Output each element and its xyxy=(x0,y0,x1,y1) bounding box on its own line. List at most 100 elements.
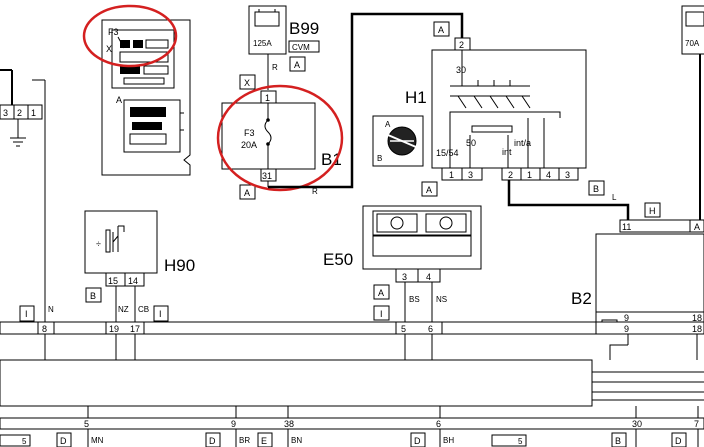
conn-pin-6: 6 xyxy=(428,324,433,334)
conn-pin-19: 19 xyxy=(109,324,119,334)
fusebox-inset: F3 X A xyxy=(82,4,191,176)
h1-pin-3a: 3 xyxy=(468,170,473,180)
e50-pin-3: 3 xyxy=(402,272,407,282)
b99-fuse-rating: 125A xyxy=(253,39,272,48)
h1-pin-1a: 1 xyxy=(449,170,454,180)
h1-conn-bottom: A xyxy=(426,185,432,195)
h1-conn-top: A xyxy=(438,25,444,35)
left-term-1: 1 xyxy=(31,108,36,118)
fuse-70a: 70A xyxy=(681,5,704,220)
main-connector-strip: I I 8 19 17 5 6 9 18 xyxy=(0,305,704,335)
vehicle-symbol-icon xyxy=(0,434,31,447)
h1-pin-1b: 1 xyxy=(527,170,532,180)
b2-unit: H 11 A B2 9 18 F xyxy=(571,202,704,360)
bottom-sym-right: 5 xyxy=(518,437,523,446)
h90-name: H90 xyxy=(164,256,195,275)
harness-box xyxy=(0,359,704,407)
h90-pin-14: 14 xyxy=(128,276,138,286)
bottom-box-e: E xyxy=(261,436,267,446)
bottom-box-d2: D xyxy=(209,436,216,446)
bottom-pin-7: 7 xyxy=(694,419,699,429)
bottom-label-bn: BN xyxy=(291,436,302,445)
e50-pin-4: 4 xyxy=(426,272,431,282)
left-term-3: 3 xyxy=(3,108,8,118)
b2-pin-a: A xyxy=(694,222,700,232)
conn-pin-8: 8 xyxy=(42,324,47,334)
relay-coil-icon: ÷ xyxy=(96,239,101,249)
b1-conn-a: A xyxy=(244,188,250,198)
b2-name: B2 xyxy=(571,289,592,308)
b1-pin-31: 31 xyxy=(262,171,272,181)
motor-icon xyxy=(390,216,404,230)
b2-pin-9: 9 xyxy=(624,313,629,323)
h1-tinto: int/a xyxy=(514,138,531,148)
h1-t50: 50 xyxy=(466,138,476,148)
b1-pin-1: 1 xyxy=(265,93,270,103)
wire-n: N xyxy=(48,305,54,314)
inset-x-label: X xyxy=(106,44,112,54)
conn-i-left: I xyxy=(25,309,28,319)
key-label-b: B xyxy=(377,154,382,163)
h90-pin-15: 15 xyxy=(108,276,118,286)
highlight-circle-b1 xyxy=(216,84,344,192)
h1-pin-3b: 3 xyxy=(565,170,570,180)
inset-a-label: A xyxy=(116,95,122,105)
e50-name: E50 xyxy=(323,250,353,269)
e50-conn-i: I xyxy=(380,309,383,319)
h90-conn-b: B xyxy=(90,291,96,301)
b2-pin-11: 11 xyxy=(622,222,631,232)
fuse-70a-rating: 70A xyxy=(685,39,700,48)
wire-r2: R xyxy=(312,187,318,196)
e50-unit: 3 4 E50 A I BS NS xyxy=(323,205,482,322)
bottom-pin-38: 38 xyxy=(284,419,294,429)
fuse-icon xyxy=(264,119,272,145)
b1-fuse-rating: 20A xyxy=(241,140,257,150)
inset-f3-label: F3 xyxy=(108,27,119,37)
bottom-connector-row: 5 9 38 6 30 7 MN BR BN BH D D E D B D 5 xyxy=(0,406,704,447)
motor-icon-2 xyxy=(439,216,453,230)
b1-name: B1 xyxy=(321,150,342,169)
highlight-circle-inset xyxy=(82,4,178,68)
conn-pin-18: 18 xyxy=(692,324,702,334)
bottom-label-bh: BH xyxy=(443,436,454,445)
e50-conn-a: A xyxy=(378,288,384,298)
b2-conn-h: H xyxy=(649,206,656,216)
conn-pin-5: 5 xyxy=(401,324,406,334)
left-terminal-block: 3 2 1 xyxy=(0,69,46,322)
conn-pin-17: 17 xyxy=(130,324,140,334)
b2-pin-18: 18 xyxy=(692,313,702,323)
h1-pin-2b: 2 xyxy=(508,170,513,180)
bottom-box-d1: D xyxy=(60,436,67,446)
b99-fuse: 125A B99 CVM A R xyxy=(248,5,320,90)
wire-r1: R xyxy=(272,63,278,72)
bottom-label-br: BR xyxy=(239,436,250,445)
b1-fuse-id: F3 xyxy=(244,128,255,138)
wire-l: L xyxy=(612,193,617,202)
bottom-pin-30: 30 xyxy=(632,419,642,429)
h1-t30: 30 xyxy=(456,65,466,75)
key-label-a: A xyxy=(385,120,391,129)
bottom-box-b: B xyxy=(615,436,621,446)
b2-conn-b: B xyxy=(593,184,599,194)
wire-bs: BS xyxy=(409,295,420,304)
h1-tint: int xyxy=(502,147,512,157)
h1-pin-4b: 4 xyxy=(546,170,551,180)
battery-icon xyxy=(254,11,280,27)
b99-code: CVM xyxy=(292,43,310,52)
wire-nz: NZ xyxy=(118,305,129,314)
bottom-pin-5: 5 xyxy=(84,419,89,429)
b99-name: B99 xyxy=(289,19,319,38)
conn-i-mid: I xyxy=(159,309,162,319)
wire-ns: NS xyxy=(436,295,447,304)
bottom-label-mn: MN xyxy=(91,436,104,445)
b99-conn: A xyxy=(294,60,300,70)
h1-pin-top: 2 xyxy=(459,40,464,50)
h1-ignition-switch: A 2 30 15/54 50 int int/a 1 3 xyxy=(405,21,587,197)
conn-pin-9: 9 xyxy=(624,324,629,334)
bottom-pin-6: 6 xyxy=(436,419,441,429)
h90-relay: ÷ 15 14 H90 B NZ CB N xyxy=(48,210,195,322)
bottom-pin-9: 9 xyxy=(231,419,236,429)
b1-fuse-unit: X 1 F3 20A 31 B1 A xyxy=(216,74,344,200)
vehicle-symbol-icon-2 xyxy=(491,434,527,447)
